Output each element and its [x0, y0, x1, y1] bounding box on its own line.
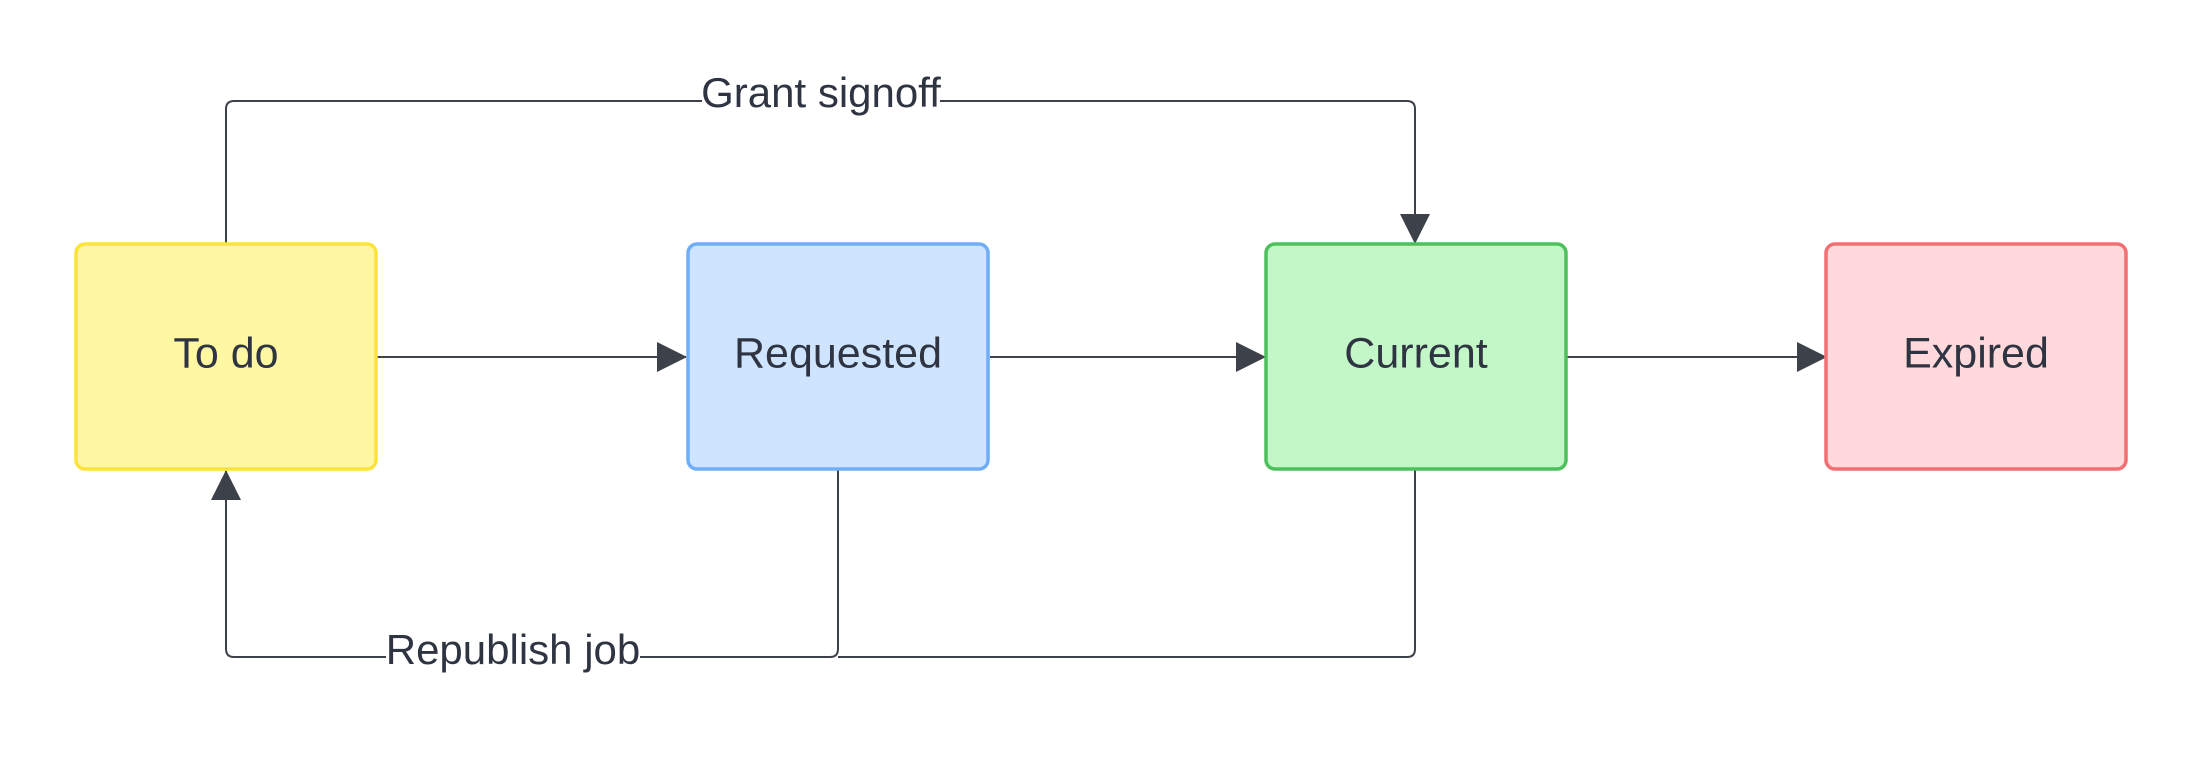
edge-current-todo[interactable] [838, 469, 1416, 658]
node-todo-label: To do [173, 329, 278, 377]
node-requested-label: Requested [734, 329, 942, 377]
node-current-label: Current [1344, 329, 1487, 377]
republish-job-label: Republish job [386, 626, 641, 673]
node-todo[interactable]: To do [74, 242, 378, 471]
node-current[interactable]: Current [1264, 242, 1568, 471]
nodes: To do Requested Current Expired [74, 242, 2128, 471]
grant-signoff-label: Grant signoff [701, 69, 941, 116]
node-current-box[interactable] [1264, 242, 1568, 471]
republish-job-label-bg [386, 630, 640, 682]
edges [211, 100, 1827, 658]
node-requested-box[interactable] [686, 242, 990, 471]
node-expired[interactable]: Expired [1824, 242, 2128, 471]
node-todo-box[interactable] [74, 242, 378, 471]
node-requested[interactable]: Requested [686, 242, 990, 471]
node-expired-box[interactable] [1824, 242, 2128, 471]
grant-signoff-label-bg [702, 74, 940, 126]
node-expired-label: Expired [1903, 329, 2049, 377]
edge-labels: Grant signoff Republish job [386, 69, 941, 682]
